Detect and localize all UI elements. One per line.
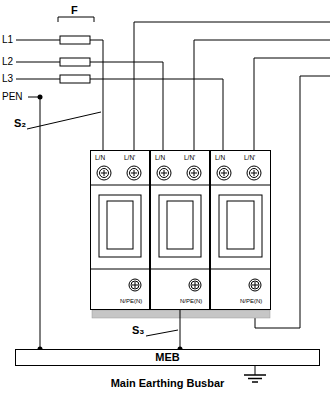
- line-label: L2: [2, 56, 13, 67]
- surge-arrester-module: L/N L/N' N/PE(N): [210, 150, 271, 310]
- terminal-label: N/PE(N): [180, 298, 202, 305]
- fuse-label: F: [71, 4, 78, 16]
- terminal-label: L/N': [124, 154, 135, 161]
- terminal-label: L/N: [95, 154, 105, 161]
- module-body: [151, 151, 209, 309]
- conductor-label: S₃: [132, 324, 144, 336]
- line-label: L1: [2, 34, 13, 45]
- surge-arrester-module: L/N L/N' N/PE(N): [150, 150, 210, 310]
- terminal-label: L/N: [215, 154, 225, 161]
- busbar-label: MEB: [16, 351, 319, 363]
- busbar-caption: Main Earthing Busbar: [16, 377, 319, 389]
- terminal-label: L/N': [184, 154, 195, 161]
- terminal-label: N/PE(N): [240, 298, 262, 305]
- module-body: [91, 151, 149, 309]
- terminal-label: L/N': [244, 154, 255, 161]
- module-body: [211, 151, 270, 309]
- earthing-busbar: MEBMain Earthing Busbar: [15, 349, 320, 366]
- line-label: L3: [2, 73, 13, 84]
- earth-conductor: [178, 310, 183, 352]
- surge-arrester-module: L/N L/N' N/PE(N): [90, 150, 150, 310]
- terminal-label: L/N: [155, 154, 165, 161]
- terminal-label: N/PE(N): [120, 298, 142, 305]
- line-label: PEN: [2, 91, 23, 102]
- conductor-label: S₂: [14, 117, 26, 129]
